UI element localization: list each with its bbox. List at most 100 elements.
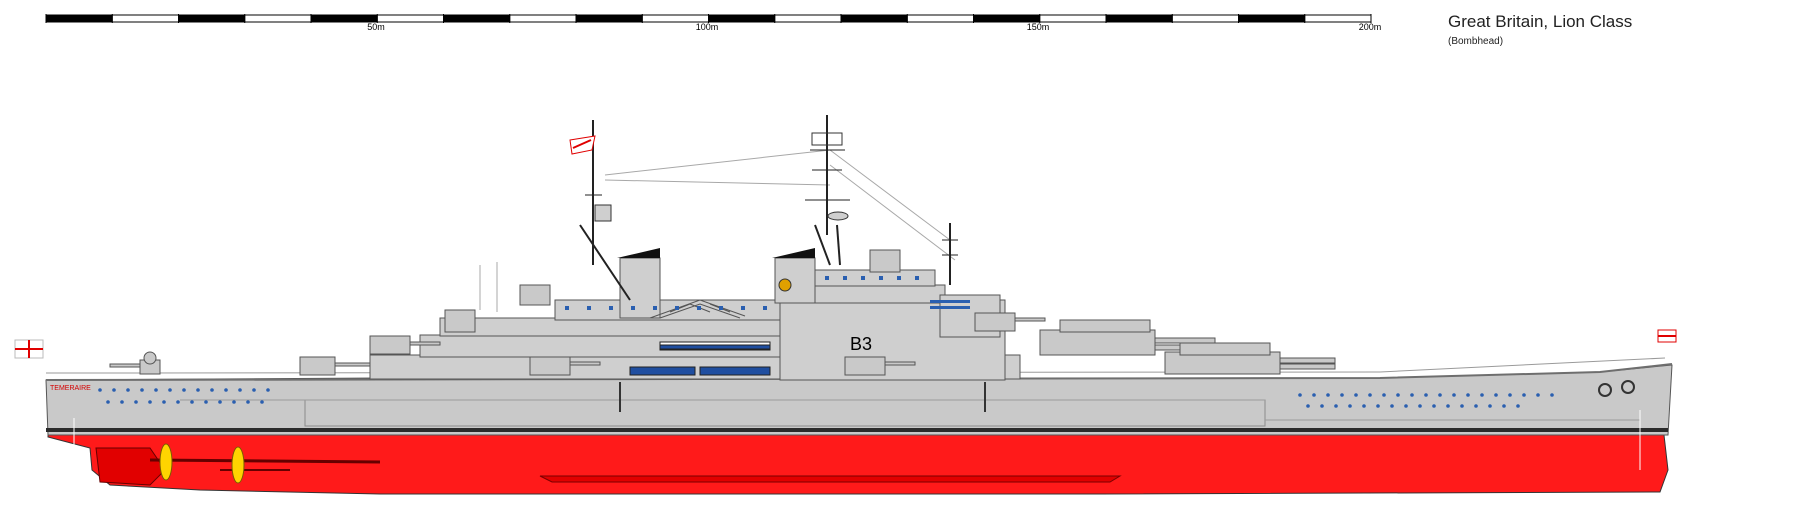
- scuttle: [140, 388, 144, 392]
- window: [609, 306, 613, 310]
- window: [719, 306, 723, 310]
- scuttle: [1326, 393, 1330, 397]
- scuttle: [1424, 393, 1428, 397]
- scale-label-100m: 100m: [695, 22, 719, 32]
- scuttle: [176, 400, 180, 404]
- scuttle: [126, 388, 130, 392]
- scuttle: [1550, 393, 1554, 397]
- scuttle: [1474, 404, 1478, 408]
- ensign-flag: [569, 135, 596, 155]
- scale-label-200m: 200m: [1358, 22, 1382, 32]
- lower-hull: [47, 434, 1669, 495]
- scuttle: [98, 388, 102, 392]
- anchor-hawse: [1598, 380, 1635, 397]
- scuttle: [162, 400, 166, 404]
- masts: [579, 115, 951, 301]
- scuttle: [154, 388, 158, 392]
- scuttle: [266, 388, 270, 392]
- scuttle: [1452, 393, 1456, 397]
- scuttle: [1536, 393, 1540, 397]
- scuttle: [1502, 404, 1506, 408]
- scale-label-50m: 50m: [367, 22, 385, 32]
- bow-flag: [1657, 329, 1677, 343]
- scuttle: [1354, 393, 1358, 397]
- scuttle: [1508, 393, 1512, 397]
- scuttle: [1320, 404, 1324, 408]
- scuttle: [1368, 393, 1372, 397]
- rudder: [95, 447, 166, 486]
- radar-dish: [827, 211, 849, 221]
- propeller-shaft: [149, 458, 381, 464]
- scuttle: [1298, 393, 1302, 397]
- scuttle: [134, 400, 138, 404]
- window: [587, 306, 591, 310]
- waterline-stripe: [46, 428, 1668, 432]
- window: [653, 306, 657, 310]
- scuttle: [148, 400, 152, 404]
- window: [843, 276, 847, 280]
- scuttle: [210, 388, 214, 392]
- scuttle: [224, 388, 228, 392]
- scuttle: [252, 388, 256, 392]
- ship-crest: [778, 278, 792, 292]
- scuttle: [1480, 393, 1484, 397]
- scuttle: [1376, 404, 1380, 408]
- rigging: [479, 149, 956, 312]
- funnels: [617, 248, 816, 319]
- window: [825, 276, 829, 280]
- scuttle: [1522, 393, 1526, 397]
- window: [631, 306, 635, 310]
- window: [930, 300, 970, 303]
- bilge-keel: [539, 475, 1122, 483]
- scuttle: [1432, 404, 1436, 408]
- window: [763, 306, 767, 310]
- scuttle: [182, 388, 186, 392]
- propeller: [231, 446, 245, 484]
- scuttle: [1362, 404, 1366, 408]
- scuttle: [1460, 404, 1464, 408]
- scuttle: [1446, 404, 1450, 408]
- scale-segments: [45, 14, 1372, 23]
- scuttle: [1418, 404, 1422, 408]
- mast-yards: [585, 149, 958, 256]
- scuttle: [260, 400, 264, 404]
- scuttle: [204, 400, 208, 404]
- window: [565, 306, 569, 310]
- propeller: [159, 443, 173, 481]
- scuttle: [106, 400, 110, 404]
- scuttle: [1312, 393, 1316, 397]
- scuttle: [1334, 404, 1338, 408]
- window: [675, 306, 679, 310]
- scuttle: [1516, 404, 1520, 408]
- scuttle: [1340, 393, 1344, 397]
- scuttle: [1390, 404, 1394, 408]
- draught-marks: [73, 410, 1641, 470]
- ships-boats: [629, 341, 771, 376]
- scuttle: [1306, 404, 1310, 408]
- scuttle: [246, 400, 250, 404]
- scuttle: [1494, 393, 1498, 397]
- scuttle: [1382, 393, 1386, 397]
- jack-flag: [14, 339, 44, 359]
- scuttle: [1396, 393, 1400, 397]
- scuttle: [1404, 404, 1408, 408]
- scuttle: [112, 388, 116, 392]
- window: [879, 276, 883, 280]
- scale-bar: [45, 14, 1372, 23]
- scuttle: [1348, 404, 1352, 408]
- window: [697, 306, 701, 310]
- director: [594, 204, 612, 222]
- window: [915, 276, 919, 280]
- ship-name-on-hull: TEMERAIRE: [50, 385, 91, 392]
- scuttle: [1410, 393, 1414, 397]
- window: [741, 306, 745, 310]
- scuttle: [120, 400, 124, 404]
- radar-antenna: [811, 132, 843, 146]
- superstructure: [369, 269, 1021, 381]
- scale-label-150m: 150m: [1026, 22, 1050, 32]
- hull-number: B3: [850, 334, 872, 354]
- window: [897, 276, 901, 280]
- scuttle: [1438, 393, 1442, 397]
- scuttle: [1488, 404, 1492, 408]
